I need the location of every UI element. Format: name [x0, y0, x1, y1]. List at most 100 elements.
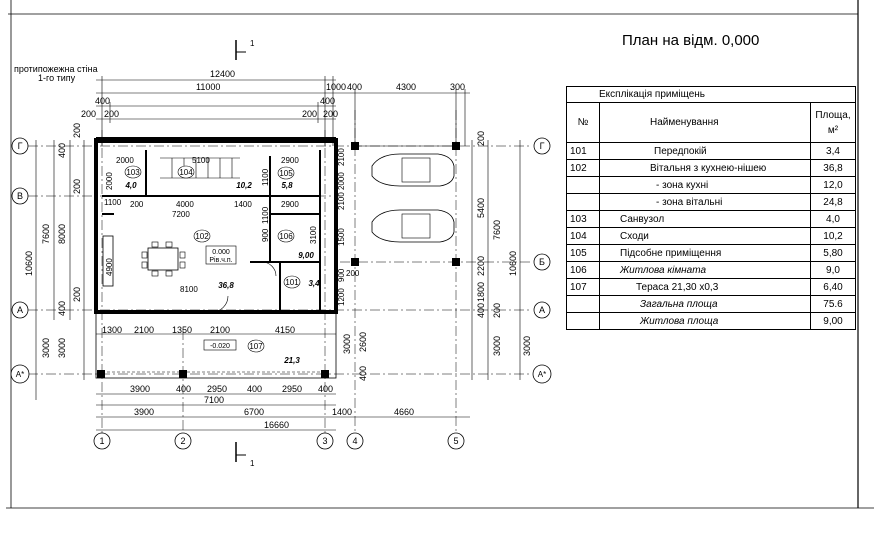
dim-text: 400	[320, 96, 335, 106]
row-area: 3,4	[810, 142, 856, 160]
row-area: 10,2	[810, 227, 856, 245]
dim-text: 200	[302, 109, 317, 119]
dim-text: 1800	[476, 282, 486, 302]
car-icon	[371, 209, 455, 243]
table-row: 103 Санвузол 4,0	[566, 210, 856, 228]
axis-label-col: 1	[99, 436, 104, 446]
dim-text: 4300	[396, 82, 416, 92]
dimension-lines-left	[35, 140, 85, 400]
dim-text: 2100	[337, 148, 346, 166]
dim-text: 2100	[134, 325, 154, 335]
row-area: 4,0	[810, 210, 856, 228]
dimension-text-right: 200 5400 2200 1800 400 7600 10600 200 30…	[342, 131, 532, 381]
room-number: 106	[279, 232, 293, 241]
room-markers: 103 4,0 104 10,2 105 5,8 106 9,00 102 36…	[124, 165, 320, 365]
dim-text: 900	[337, 268, 346, 282]
dim-text: 2000	[105, 172, 114, 190]
dim-text: 1300	[102, 325, 122, 335]
row-area: 9,00	[810, 312, 856, 330]
header-no: №	[566, 102, 600, 143]
dim-text: 11000	[196, 82, 220, 92]
dim-text: 4000	[176, 200, 194, 209]
dim-text: 3000	[342, 334, 352, 354]
table-row: 102 Вітальня з кухнею-нішею 36,8	[566, 159, 856, 177]
axis-label-col: 2	[180, 436, 185, 446]
dimension-text-bottom: 1300 2100 1350 2100 4150 3900 400 2950 4…	[102, 325, 414, 430]
dim-text: 400	[247, 384, 262, 394]
dim-text: 7100	[204, 395, 224, 405]
dim-text: 3000	[492, 336, 502, 356]
row-name: Підсобне приміщення	[599, 244, 811, 262]
row-name: Тераса 21,30 х0,3	[599, 278, 811, 296]
dim-text: 5100	[192, 156, 210, 165]
dim-text: 400	[57, 143, 67, 158]
dim-text: 7600	[41, 224, 51, 244]
axis-label-row: А	[17, 305, 23, 315]
table-row: 104 Сходи 10,2	[566, 227, 856, 245]
row-no: 101	[566, 142, 600, 160]
dim-text: 900	[261, 228, 270, 242]
header-area-line2: м²	[827, 124, 839, 136]
axis-label-row: А*	[16, 370, 24, 379]
dim-text: 10600	[24, 251, 34, 276]
row-name: Житлова кімната	[599, 261, 811, 279]
axis-label-col: 5	[453, 436, 458, 446]
room-number: 107	[249, 342, 263, 351]
dim-text: 400	[95, 96, 110, 106]
row-no: 104	[566, 227, 600, 245]
dim-text: 2600	[358, 332, 368, 352]
dim-text: 200	[476, 131, 486, 146]
dim-text: 200	[104, 109, 119, 119]
dim-text: 3900	[134, 407, 154, 417]
dim-text: 1500	[337, 228, 346, 246]
header-area-line1: Площа,	[815, 109, 851, 121]
dim-text: 2000	[337, 172, 346, 190]
room-number: 104	[179, 168, 193, 177]
dim-text: 1350	[172, 325, 192, 335]
dim-text: 3000	[522, 336, 532, 356]
kitchen-counter	[102, 235, 114, 287]
row-name: Житлова площа	[599, 312, 811, 330]
axis-bubbles-bottom: 1 2 3 4 5	[93, 432, 465, 450]
axis-label-row: А*	[538, 370, 546, 379]
wall-note-line1: протипожежна стіна	[14, 64, 98, 74]
row-no: 107	[566, 278, 600, 296]
level-label: Рів.ч.п.	[209, 256, 232, 264]
axis-bubbles-left: Г В А А*	[10, 137, 30, 384]
dim-text: 4900	[105, 258, 114, 276]
table-row: - зона вітальні 24,8	[566, 193, 856, 211]
axis-label-row: Г	[18, 141, 23, 151]
building-walls	[94, 137, 338, 379]
dim-text: 200	[72, 179, 82, 194]
table-row: 107 Тераса 21,30 х0,3 6,40	[566, 278, 856, 296]
dim-text: 200	[72, 287, 82, 302]
dim-text: 8000	[57, 224, 67, 244]
dim-text: 200	[130, 200, 144, 209]
dim-text: 8100	[180, 285, 198, 294]
room-number: 105	[279, 169, 293, 178]
dim-text: 400	[476, 303, 486, 318]
row-name: Сходи	[599, 227, 811, 245]
carport	[351, 142, 460, 266]
header-name: Найменування	[599, 102, 811, 143]
terrace-level-marker	[203, 339, 237, 351]
dim-text: 2950	[207, 384, 227, 394]
row-no: 103	[566, 210, 600, 228]
axis-bubbles-right: Г Б А А*	[532, 137, 552, 384]
dim-text: 10600	[508, 251, 518, 276]
dim-text: 400	[347, 82, 362, 92]
row-no: 105	[566, 244, 600, 262]
dimension-text-inner: 2000 5100 2900 1100 200 4000 1400 2900 7…	[104, 148, 360, 306]
axis-label-col: 3	[322, 436, 327, 446]
dim-text: 200	[81, 109, 96, 119]
level-marker	[205, 245, 237, 265]
table-row: 101 Передпокій 3,4	[566, 142, 856, 160]
room-number: 101	[285, 278, 299, 287]
dim-text: 3900	[130, 384, 150, 394]
axis-label-col: 4	[352, 436, 357, 446]
table-row: 106 Житлова кімната 9,0	[566, 261, 856, 279]
dim-text: 12400	[210, 69, 235, 79]
room-area: 21,3	[283, 356, 300, 365]
dimension-lines-right	[471, 140, 521, 380]
